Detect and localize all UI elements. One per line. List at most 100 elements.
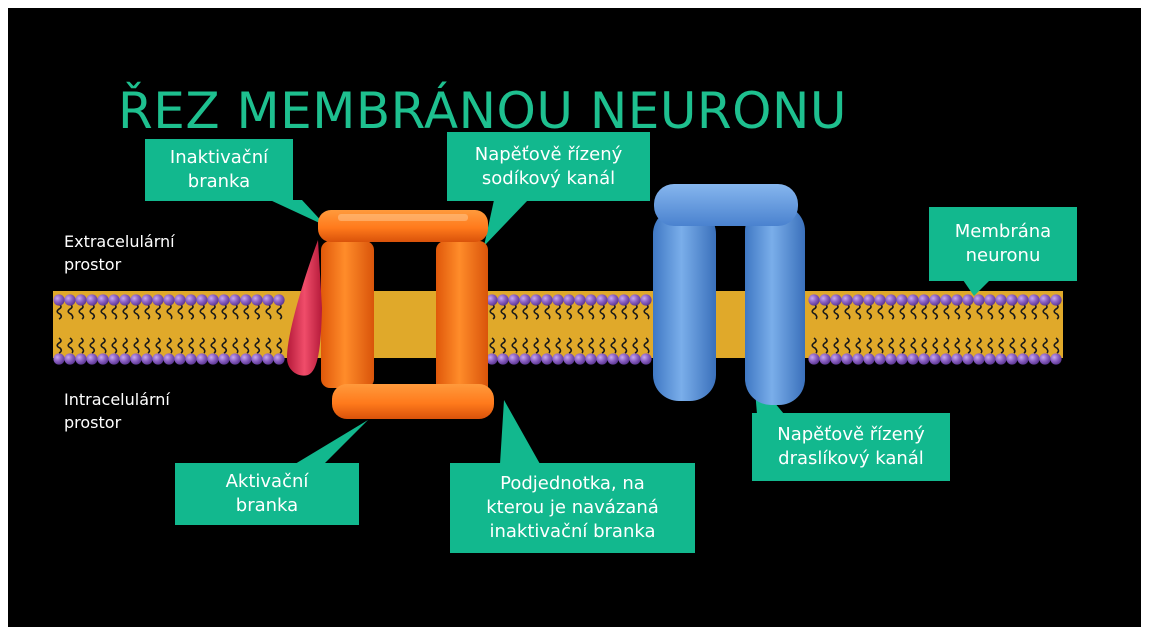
lipid-head	[629, 353, 640, 364]
lipid-head	[962, 294, 973, 305]
lipid-head	[852, 353, 863, 364]
lipid-head	[530, 353, 541, 364]
lipid-head	[53, 294, 64, 305]
lipid-head	[240, 353, 251, 364]
lipid-head	[218, 294, 229, 305]
pointer-inactivation-gate	[270, 200, 326, 226]
lipid-head	[185, 294, 196, 305]
lipid-head	[984, 353, 995, 364]
lipid-head	[819, 294, 830, 305]
lipid-head	[596, 353, 607, 364]
lipid-head	[229, 353, 240, 364]
lipid-head	[130, 353, 141, 364]
callout-potassium-channel: Napěťově řízený draslíkový kanál	[752, 413, 950, 481]
lipid-head	[519, 294, 530, 305]
lipid-head	[196, 294, 207, 305]
lipid-head	[585, 353, 596, 364]
lipid-head	[885, 294, 896, 305]
lipid-head	[508, 294, 519, 305]
lipid-head	[918, 294, 929, 305]
lipid-head	[995, 353, 1006, 364]
lipid-head	[929, 353, 940, 364]
extracellular-space-label: Extracelulární prostor	[64, 230, 175, 276]
sodium-channel-highlight	[338, 214, 468, 221]
lipid-head	[141, 294, 152, 305]
lipid-head	[1050, 294, 1061, 305]
lipid-head	[152, 294, 163, 305]
lipid-head	[519, 353, 530, 364]
lipid-head	[86, 353, 97, 364]
lipid-head	[907, 353, 918, 364]
lipid-head	[218, 353, 229, 364]
lipid-head	[918, 353, 929, 364]
lipid-head	[130, 294, 141, 305]
lipid-head	[119, 353, 130, 364]
lipid-head	[497, 353, 508, 364]
pointer-activation-gate	[295, 420, 368, 464]
lipid-head	[607, 294, 618, 305]
lipid-head	[486, 353, 497, 364]
lipid-head	[640, 353, 651, 364]
callout-activation-gate: Aktivační branka	[175, 463, 359, 525]
lipid-head	[940, 353, 951, 364]
lipid-head	[262, 294, 273, 305]
lipid-head	[563, 294, 574, 305]
lipid-head	[486, 294, 497, 305]
lipid-head	[174, 294, 185, 305]
lipid-head	[830, 353, 841, 364]
lipid-head	[940, 294, 951, 305]
pointer-sodium-channel	[484, 200, 528, 246]
lipid-head	[907, 294, 918, 305]
lipid-head	[508, 353, 519, 364]
lipid-head	[97, 294, 108, 305]
lipid-head	[251, 294, 262, 305]
lipid-head	[185, 353, 196, 364]
lipid-head	[1017, 294, 1028, 305]
lipid-head	[163, 353, 174, 364]
lipid-head	[273, 294, 284, 305]
lipid-head	[929, 294, 940, 305]
slide-title: ŘEZ MEMBRÁNOU NEURONU	[118, 86, 847, 136]
lipid-head	[1039, 353, 1050, 364]
lipid-head	[863, 353, 874, 364]
lipid-head	[951, 294, 962, 305]
lipid-head	[207, 294, 218, 305]
lipid-head	[973, 353, 984, 364]
lipid-head	[273, 353, 284, 364]
lipid-head	[1028, 353, 1039, 364]
lipid-head	[240, 294, 251, 305]
lipid-head	[640, 294, 651, 305]
lipid-head	[852, 294, 863, 305]
lipid-head	[229, 294, 240, 305]
lipid-head	[251, 353, 262, 364]
sodium-channel-activation-gate	[332, 384, 494, 419]
lipid-head	[530, 294, 541, 305]
lipid-head	[585, 294, 596, 305]
callout-membrane: Membrána neuronu	[929, 207, 1077, 281]
lipid-head	[596, 294, 607, 305]
lipid-head	[541, 294, 552, 305]
lipid-head	[108, 353, 119, 364]
lipid-head	[108, 294, 119, 305]
lipid-head	[973, 294, 984, 305]
lipid-head	[552, 353, 563, 364]
lipid-head	[64, 353, 75, 364]
lipid-head	[64, 294, 75, 305]
lipid-head	[629, 294, 640, 305]
lipid-head	[86, 294, 97, 305]
sodium-channel-right-subunit	[436, 241, 488, 396]
lipid-head	[819, 353, 830, 364]
lipid-head	[97, 353, 108, 364]
lipid-head	[874, 353, 885, 364]
lipid-head	[163, 294, 174, 305]
potassium-channel-left-subunit	[653, 208, 716, 401]
intracellular-space-label: Intracelulární prostor	[64, 388, 170, 434]
lipid-head	[863, 294, 874, 305]
callout-inactivation-gate: Inaktivační branka	[145, 139, 293, 201]
lipid-head	[951, 353, 962, 364]
lipid-head	[618, 353, 629, 364]
lipid-head	[841, 294, 852, 305]
lipid-head	[830, 294, 841, 305]
lipid-head	[808, 353, 819, 364]
lipid-head	[497, 294, 508, 305]
